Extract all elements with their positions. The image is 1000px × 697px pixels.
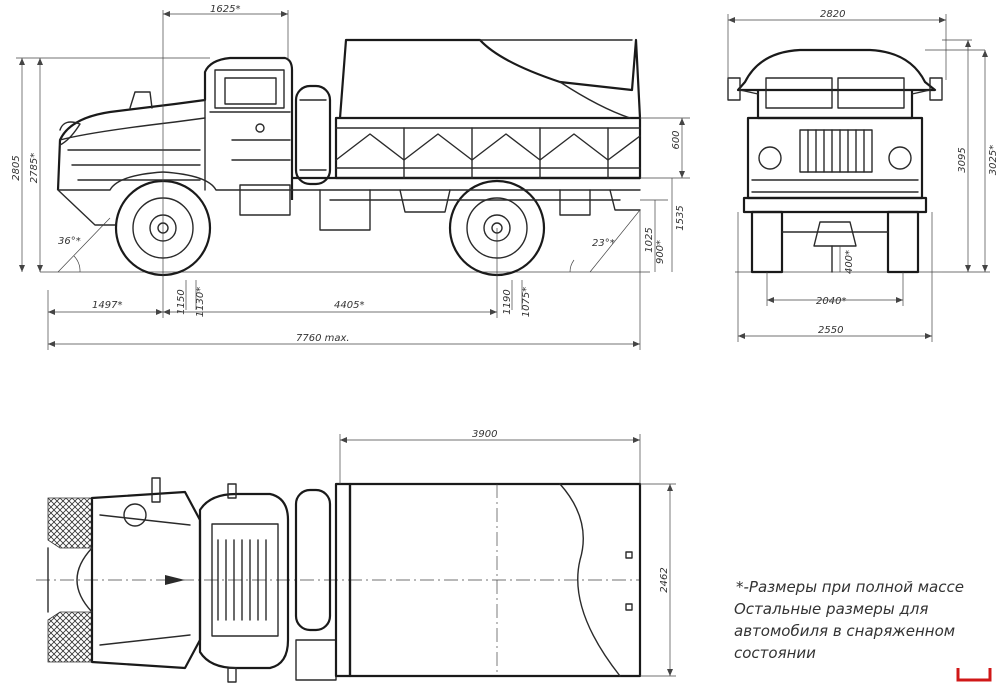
front-grille	[799, 129, 873, 173]
dim-height-a: 3095	[957, 147, 968, 172]
dim-rear-tire-b: 1075*	[521, 287, 532, 317]
dim-departure-angle: 23°*	[592, 238, 615, 249]
front-bumper-left	[47, 497, 93, 549]
dim-overall-width: 2550	[818, 325, 843, 336]
dim-wheelbase: 4405*	[334, 300, 364, 311]
dim-cab-length: 1625*	[210, 4, 240, 15]
dim-height-full: 2805	[11, 155, 22, 180]
dim-awning-width: 2820	[820, 9, 845, 20]
dim-front-tire-b: 1130*	[195, 287, 206, 317]
side-dimensions: 1625* 2805 2785* 600 36°* 23°*	[11, 4, 690, 350]
dimension-note: *-Размеры при полной массе Остальные раз…	[734, 578, 964, 662]
dim-ground-clearance: 400*	[844, 250, 855, 274]
dim-rear-h1: 1025	[644, 227, 655, 252]
top-spare-wheel	[294, 488, 332, 632]
dim-front-tire-a: 1150	[176, 289, 187, 314]
dim-platform-length: 3900	[472, 429, 497, 440]
dim-height-b: 3025*	[988, 145, 999, 175]
top-dimensions: 3900 2462	[339, 429, 676, 677]
dim-platform-side: 600	[671, 130, 682, 149]
dim-rear-tire-a: 1190	[502, 289, 513, 314]
spare-wheel	[294, 84, 332, 186]
dim-platform-width: 2462	[659, 567, 670, 592]
top-hood	[76, 477, 202, 670]
corner-mark	[956, 668, 992, 682]
front-bumper-right	[47, 611, 93, 663]
front-view: 2820 3095 3025* 400* 2040* 2550	[727, 9, 999, 342]
cargo-platform	[334, 116, 642, 180]
note-line-4: состоянии	[734, 644, 816, 662]
dim-track: 2040*	[816, 296, 846, 307]
note-line-2: Остальные размеры для	[734, 600, 928, 618]
note-line-1: *-Размеры при полной массе	[736, 578, 964, 596]
dim-rear-h3: 1535	[675, 205, 686, 230]
dim-height-cab: 2785*	[29, 153, 40, 183]
dim-approach-angle: 36°*	[58, 236, 81, 247]
dim-overall-length: 7760 max.	[296, 333, 350, 344]
awning	[338, 38, 642, 119]
dim-front-overhang: 1497*	[92, 300, 122, 311]
side-view: 1625* 2805 2785* 600 36°* 23°*	[11, 4, 690, 350]
note-line-3: автомобиля в снаряженном	[734, 622, 955, 640]
top-view: 3900 2462	[36, 429, 676, 683]
front-dimensions: 2820 3095 3025* 400* 2040* 2550	[727, 9, 999, 342]
dim-rear-h2: 900*	[655, 240, 666, 264]
top-cab-roof	[198, 483, 290, 683]
